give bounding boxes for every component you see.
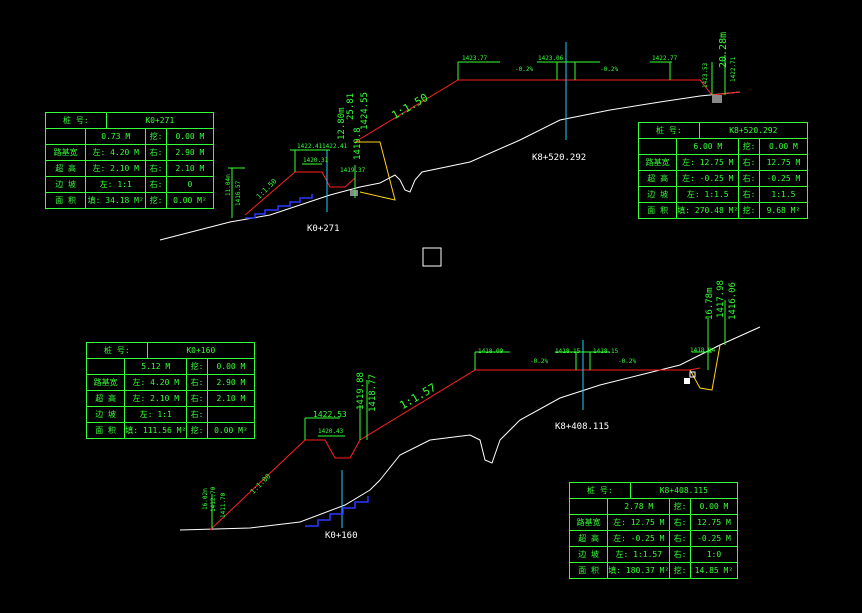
vertical-elevation-label: 16.02m	[202, 488, 209, 510]
vertical-elevation-label: 1422.71	[730, 56, 737, 82]
vertical-elevation-label: 1418.77	[368, 374, 378, 412]
station-label-k8-520: K8+520.292	[532, 153, 587, 163]
vertical-elevation-label: 1416.06	[728, 282, 738, 320]
benching-steps	[305, 496, 369, 527]
drain-box	[350, 190, 358, 196]
elevation-label: 1418.15	[593, 348, 619, 355]
design-fill-slope	[354, 79, 741, 143]
station-label-k8-408: K8+408.115	[555, 422, 610, 432]
elevation-label: 1420.31	[303, 157, 329, 164]
elevation-label: 1422.41	[297, 143, 323, 150]
vertical-elevation-label: 1417.98	[716, 280, 726, 318]
elevation-label: 1418.04	[690, 347, 716, 354]
grade-label: -0.2%	[515, 66, 534, 73]
section-k0-271	[159, 91, 741, 241]
section-k0-160	[179, 300, 761, 531]
grade-label: -0.2%	[600, 66, 619, 73]
station-label-k0-271: K0+271	[307, 224, 340, 234]
elevation-label: 1422.77	[652, 55, 678, 62]
elevation-label: 1420.43	[318, 428, 344, 435]
vertical-elevation-label: 16.78m	[705, 287, 715, 320]
elevation-label: 1418.09	[478, 348, 504, 355]
benching-steps	[245, 194, 313, 219]
vertical-elevation-label: 1411.70	[220, 492, 227, 518]
vertical-elevation-label: 1424.55	[360, 92, 370, 130]
elevation-label: 1422.41	[322, 143, 348, 150]
vertical-elevation-label: 1412.70	[210, 486, 217, 512]
ground-line	[179, 326, 761, 531]
station-label-k0-160: K0+160	[325, 531, 358, 541]
elevation-label: 1418.15	[555, 348, 581, 355]
grade-label: -0.2%	[618, 358, 637, 365]
cut-slope	[689, 344, 721, 391]
design-fill-slope	[244, 171, 356, 216]
drain-box	[712, 95, 722, 103]
vertical-elevation-label: 1419.8	[353, 127, 363, 160]
section-k8-520	[354, 42, 741, 143]
ground-line	[159, 91, 741, 241]
design-fill-slope	[209, 439, 361, 531]
vertical-elevation-label: 20.28m	[718, 31, 729, 68]
elevation-label: 1423.77	[462, 55, 488, 62]
grade-label: -0.2%	[530, 358, 549, 365]
vertical-elevation-label: 1423.53	[702, 62, 709, 88]
design-cut-slope	[355, 141, 396, 201]
elevation-label: 1422.53	[313, 410, 347, 419]
vertical-elevation-label: 25.81	[346, 92, 356, 120]
elevation-label: 1419.37	[340, 167, 366, 174]
vertical-elevation-label: 1419.88	[356, 372, 366, 410]
vertical-elevation-label: 11.04m	[225, 174, 232, 196]
selection-marker[interactable]	[422, 247, 442, 267]
vertical-elevation-label: 1416.57	[235, 180, 242, 206]
elevation-label: 1423.06	[538, 55, 564, 62]
